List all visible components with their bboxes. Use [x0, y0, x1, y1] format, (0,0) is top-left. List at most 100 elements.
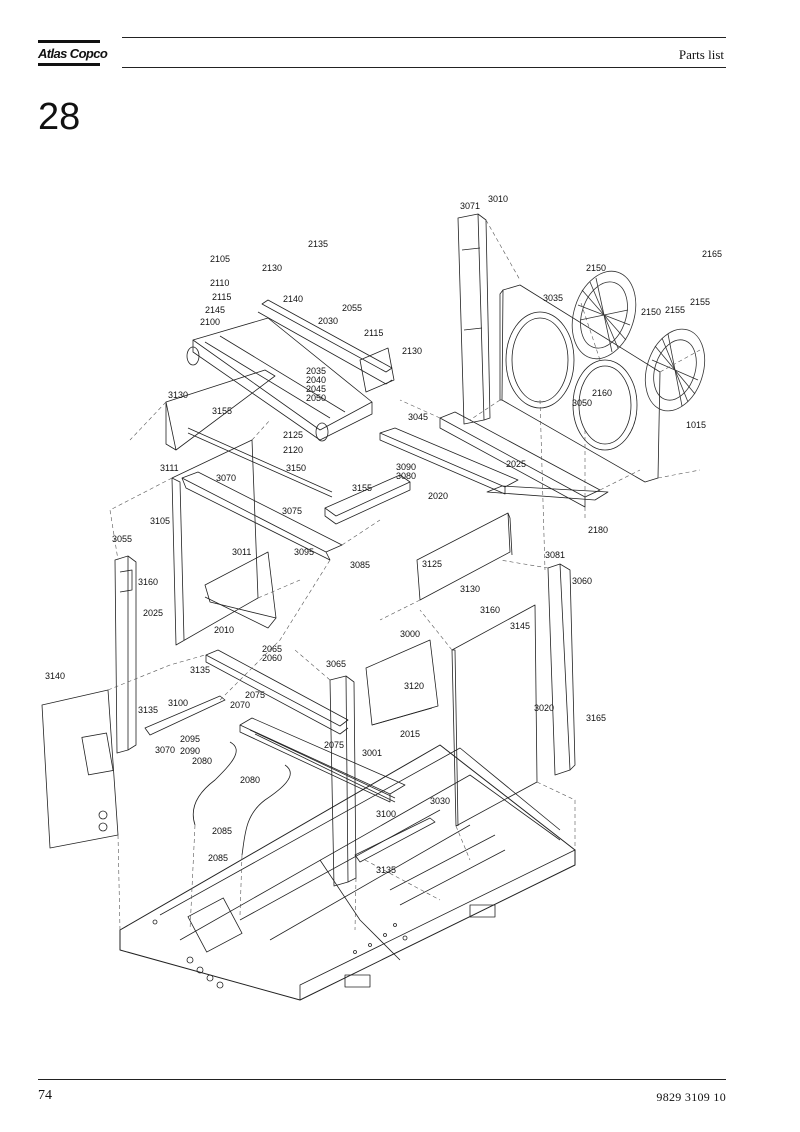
part-label: 3070 [216, 473, 236, 483]
part-label: 3090 [396, 462, 416, 472]
section-number: 28 [38, 96, 81, 138]
part-label: 3060 [572, 576, 592, 586]
base-frame [119, 744, 576, 1001]
part-label: 3130 [168, 390, 188, 400]
header-title: Parts list [678, 47, 724, 62]
part-label: 2070 [230, 700, 250, 710]
part-label: 2065 [262, 644, 282, 654]
footer-rule [38, 1079, 726, 1080]
part-label: 3100 [168, 698, 188, 708]
logo-bar-top [38, 40, 100, 43]
fan-shroud-3035 [499, 284, 661, 483]
frame-beam-3075 [181, 471, 343, 553]
part-label: 2090 [180, 746, 200, 756]
part-label: 3000 [400, 629, 420, 639]
part-label: 3085 [350, 560, 370, 570]
part-label: 2145 [205, 305, 225, 315]
part-label: 3100 [376, 809, 396, 819]
frame-rail-2020 [379, 427, 519, 488]
part-label: 2095 [180, 734, 200, 744]
part-label: 3070 [155, 745, 175, 755]
hose-2080-left [192, 741, 237, 826]
side-panel-3140 [41, 689, 119, 849]
part-label: 2135 [308, 239, 328, 249]
column-3071 [457, 213, 485, 425]
part-label: 3120 [404, 681, 424, 691]
header-rule-top [122, 37, 726, 38]
part-label: 2100 [200, 317, 220, 327]
part-label: 2165 [702, 249, 722, 259]
part-label: 3030 [430, 796, 450, 806]
part-label: 2035 [306, 366, 326, 376]
part-label: 3080 [396, 471, 416, 481]
panel-3000 [365, 639, 439, 726]
beam-2065 [205, 649, 349, 727]
bracket-3100 [144, 695, 226, 736]
part-label: 2030 [318, 316, 338, 326]
part-label: 2150 [641, 307, 661, 317]
part-label: 2080 [192, 756, 212, 766]
part-label: 2130 [402, 346, 422, 356]
part-label: 3165 [586, 713, 606, 723]
part-label: 2140 [283, 294, 303, 304]
part-label: 3001 [362, 748, 382, 758]
panel-3111 [171, 439, 259, 646]
logo-bar-bottom [38, 63, 100, 66]
cooler-2100 [186, 317, 373, 442]
part-label: 2025 [506, 459, 526, 469]
part-label: 2055 [342, 303, 362, 313]
part-label: 3071 [460, 201, 480, 211]
part-label: 2130 [262, 263, 282, 273]
part-label: 2120 [283, 445, 303, 455]
part-label: 3140 [45, 671, 65, 681]
part-label: 1015 [686, 420, 706, 430]
part-label: 2075 [324, 740, 344, 750]
part-label: 3111 [160, 463, 179, 473]
part-label: 3055 [112, 534, 132, 544]
cover-3130 [165, 369, 276, 451]
fan-2150-upper [571, 270, 637, 360]
part-label: 3010 [488, 194, 508, 204]
part-label: 2180 [588, 525, 608, 535]
logo-wordmark: Atlas Copco [38, 46, 108, 61]
atlas-copco-logo: Atlas Copco [38, 40, 108, 68]
part-label: 3081 [545, 550, 565, 560]
part-label: 3160 [480, 605, 500, 615]
hose-2080-right [241, 764, 291, 856]
part-label: 3150 [286, 463, 306, 473]
part-label: 2155 [690, 297, 710, 307]
part-label: 3020 [534, 703, 554, 713]
part-label: 2155 [665, 305, 685, 315]
part-label: 2115 [212, 292, 231, 302]
part-label: 3095 [294, 547, 314, 557]
footer-page-number: 74 [38, 1088, 52, 1103]
part-label: 2075 [245, 690, 265, 700]
part-label: 2015 [400, 729, 420, 739]
part-label: 2160 [592, 388, 612, 398]
part-label: 3035 [543, 293, 563, 303]
part-label: 3155 [212, 406, 232, 416]
part-label: 3065 [326, 659, 346, 669]
part-label: 3130 [460, 584, 480, 594]
part-label: 2045 [306, 384, 326, 394]
fan-2150-lower [644, 328, 706, 412]
part-label: 2080 [240, 775, 260, 785]
part-label: 3135 [376, 865, 396, 875]
column-3081 [547, 563, 571, 776]
part-label: 2010 [214, 625, 234, 635]
part-label: 2085 [208, 853, 228, 863]
part-label: 2085 [212, 826, 232, 836]
part-label: 3135 [190, 665, 210, 675]
part-label: 2150 [586, 263, 606, 273]
part-label: 3045 [408, 412, 428, 422]
part-label: 3155 [352, 483, 372, 493]
part-label: 2105 [210, 254, 230, 264]
part-label: 2060 [262, 653, 282, 663]
part-label: 3145 [510, 621, 530, 631]
part-label: 3105 [150, 516, 170, 526]
part-label: 2040 [306, 375, 326, 385]
part-label: 2020 [428, 491, 448, 501]
part-label: 3075 [282, 506, 302, 516]
part-label: 2115 [364, 328, 383, 338]
